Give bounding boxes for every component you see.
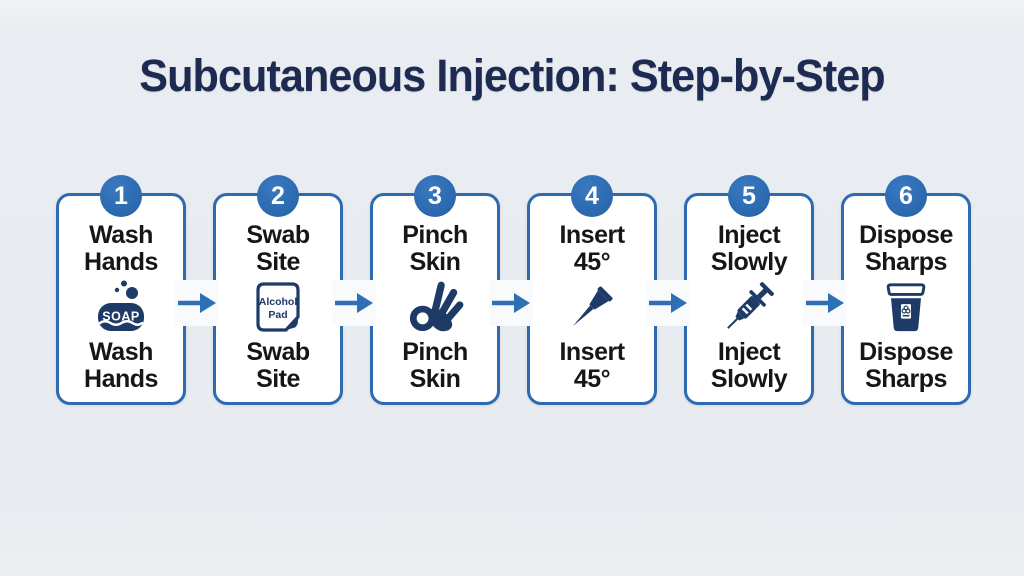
arrow-right-icon [178,293,216,313]
svg-text:SOAP: SOAP [102,310,139,324]
step-card-inject-slowly: 5 Inject Slowly [684,175,847,405]
step-label-top: Insert 45° [559,221,625,276]
page-title: Subcutaneous Injection: Step-by-Step [139,50,885,101]
step-label-bottom: Wash Hands [84,338,158,393]
step-number-badge: 1 [100,175,142,217]
step-card-pinch-skin: 3 Pinch Skin Pinch Skin [370,175,533,405]
step-number-badge: 6 [885,175,927,217]
step-number-badge: 4 [571,175,613,217]
step-label-top: Dispose Sharps [859,221,953,276]
step-card-dispose-sharps: 6 Dispose Sharps Dispose Sh [841,175,971,405]
step-number-badge: 2 [257,175,299,217]
flow-arrow [803,280,847,326]
flow-arrow [175,280,219,326]
step-card-swab-site: 2 Swab Site Alcohol Pad Swab Site [213,175,376,405]
syringe-icon [727,282,774,329]
alcohol-pad-icon: Alcohol Pad [256,282,300,332]
flow-arrow [332,280,376,326]
flow-arrow [489,280,533,326]
step-card-insert-45: 4 Insert 45° Insert 45° [527,175,690,405]
arrow-right-icon [492,293,530,313]
arrow-right-icon [649,293,687,313]
step-number-badge: 5 [728,175,770,217]
step-label-top: Pinch Skin [402,221,468,276]
step-label-top: Inject Slowly [710,221,788,276]
needle-45-icon [572,286,613,327]
step-label-bottom: Inject Slowly [710,338,788,393]
sharps-container-icon [886,283,926,332]
arrow-right-icon [335,293,373,313]
step-label-bottom: Pinch Skin [402,338,468,393]
steps-row: 1 Wash Hands SOAP Wash Hands [56,175,973,405]
step-label-bottom: Swab Site [246,338,310,393]
soap-bar-icon: SOAP [98,280,144,331]
svg-text:Alcohol: Alcohol [259,296,298,308]
pinch-hand-icon [409,281,464,332]
step-label-bottom: Dispose Sharps [859,338,953,393]
step-label-bottom: Insert 45° [559,338,625,393]
svg-text:Pad: Pad [268,309,287,321]
step-label-top: Swab Site [246,221,310,276]
step-label-top: Wash Hands [84,221,158,276]
flow-arrow [646,280,690,326]
step-card-wash-hands: 1 Wash Hands SOAP Wash Hands [56,175,219,405]
step-number-badge: 3 [414,175,456,217]
arrow-right-icon [806,293,844,313]
